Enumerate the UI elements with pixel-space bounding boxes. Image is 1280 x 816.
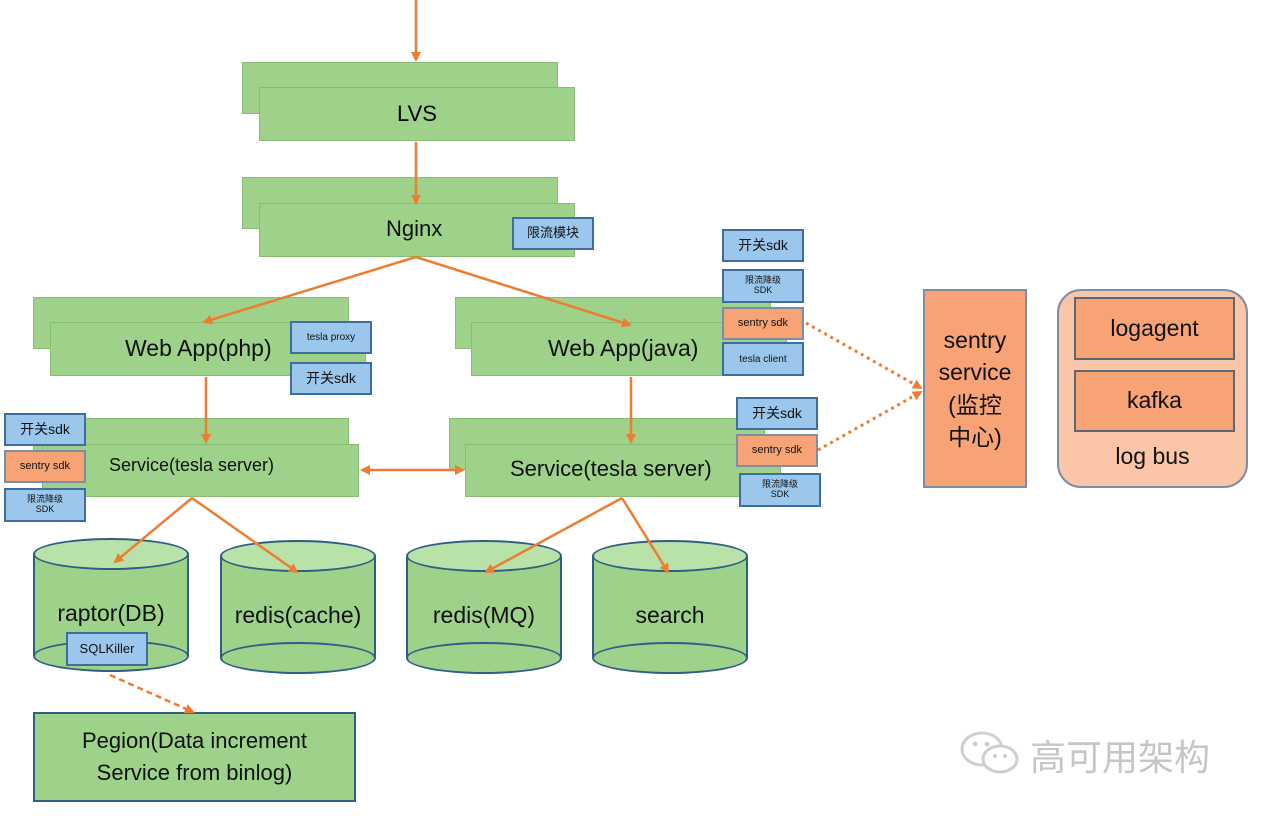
- sentry-line2: service: [938, 359, 1012, 386]
- watermark: 高可用架构: [958, 727, 1258, 778]
- webapp-java-label: Web App(java): [548, 335, 699, 361]
- redis-cache-cylinder: redis(cache): [220, 540, 376, 674]
- log-bus-label: log bus: [1115, 443, 1190, 469]
- ratelimit-line1: 限流降级: [744, 275, 781, 286]
- redis-mq-label: redis(MQ): [432, 602, 536, 628]
- ratelimit-line1: 限流降级: [26, 494, 63, 505]
- ratelimit-line1: 限流降级: [761, 479, 798, 490]
- tesla-client-badge: tesla client: [722, 342, 804, 376]
- sentry-line1: sentry: [943, 327, 1007, 354]
- tesla-proxy-badge: tesla proxy: [290, 321, 372, 354]
- sentry-service-box: sentry service (监控 中心): [923, 289, 1027, 488]
- logagent-box: logagent: [1074, 297, 1235, 360]
- pegion-line1: Pegion(Data increment: [81, 728, 307, 754]
- service-java-switch-sdk-badge: 开关sdk: [736, 397, 818, 430]
- service-php-switch-sdk-badge: 开关sdk: [4, 413, 86, 446]
- pegion-line2: Service from binlog): [96, 760, 293, 785]
- service-php-ratelimit-sdk-badge: 限流降级 SDK: [4, 488, 86, 522]
- ratelimit-line2: SDK: [35, 504, 55, 514]
- service-java-label: Service(tesla server): [510, 456, 712, 481]
- search-label: search: [635, 602, 705, 628]
- redis-mq-cylinder: redis(MQ): [406, 540, 562, 674]
- java-switch-sdk-badge: 开关sdk: [722, 229, 804, 262]
- sentry-line4: 中心): [948, 423, 1002, 450]
- service-php-sentry-sdk-badge: sentry sdk: [4, 450, 86, 483]
- webapp-php-label: Web App(php): [125, 335, 272, 361]
- service-php-label: Service(tesla server): [109, 455, 275, 475]
- sqlkiller-badge: SQLKiller: [66, 632, 148, 666]
- ratelimit-line2: SDK: [753, 285, 773, 295]
- search-cylinder: search: [592, 540, 748, 674]
- service-java-sentry-sdk-badge: sentry sdk: [736, 434, 818, 467]
- service-java-box: Service(tesla server): [465, 444, 781, 497]
- java-ratelimit-sdk-badge: 限流降级 SDK: [722, 269, 804, 303]
- raptor-db-label: raptor(DB): [57, 600, 165, 626]
- lvs-label: LVS: [397, 101, 437, 126]
- service-php-box: Service(tesla server): [42, 444, 359, 497]
- ratelimit-line2: SDK: [770, 489, 790, 499]
- wechat-icon: [960, 731, 1019, 774]
- pegion-box: Pegion(Data increment Service from binlo…: [33, 712, 356, 802]
- watermark-text: 高可用架构: [1030, 737, 1211, 778]
- nginx-label: Nginx: [386, 216, 443, 241]
- sentry-line3: (监控: [948, 391, 1002, 418]
- php-switch-sdk-badge: 开关sdk: [290, 362, 372, 395]
- kafka-box: kafka: [1074, 370, 1235, 432]
- redis-cache-label: redis(cache): [234, 602, 362, 628]
- lvs-box: LVS: [259, 87, 575, 141]
- java-sentry-sdk-badge: sentry sdk: [722, 307, 804, 340]
- service-java-ratelimit-sdk-badge: 限流降级 SDK: [739, 473, 821, 507]
- log-bus-container: logagent kafka log bus: [1057, 289, 1248, 488]
- rate-limit-module-badge: 限流模块: [512, 217, 594, 250]
